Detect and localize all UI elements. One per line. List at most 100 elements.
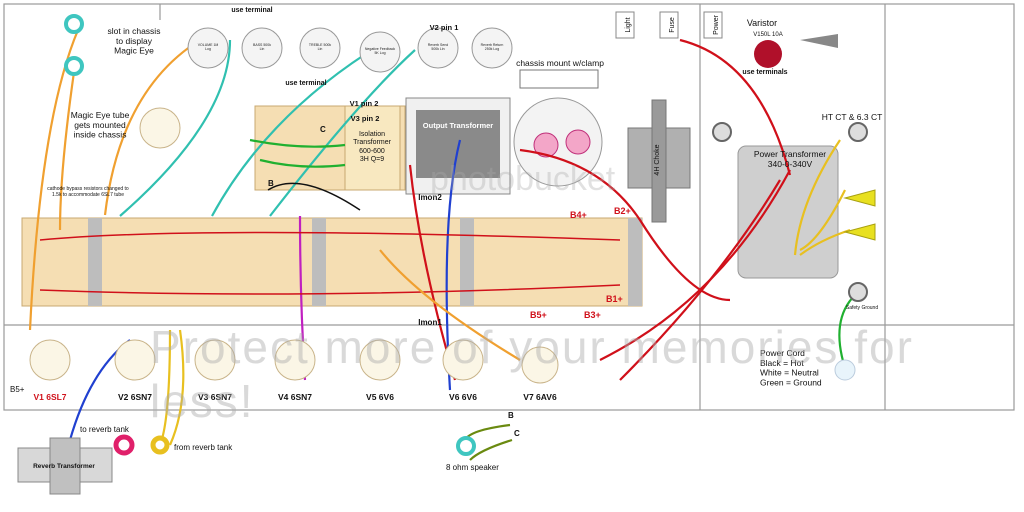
label-imon2: Imon2 xyxy=(418,193,442,202)
tube-socket-v5 xyxy=(359,339,401,381)
tube-socket-v7 xyxy=(521,346,559,384)
label-power: Power xyxy=(713,14,720,35)
label-b1: B1+ xyxy=(606,294,623,304)
label-b4: B4+ xyxy=(570,210,587,220)
output-transformer xyxy=(405,97,511,195)
tube-socket-v2 xyxy=(114,339,156,381)
tube-label: V7 6AV6 xyxy=(523,392,557,402)
label-v1-pin2: V1 pin 2 xyxy=(350,99,379,108)
label-varistor: Varistor xyxy=(747,18,777,28)
reverb-in-jack xyxy=(150,435,170,455)
fuse-housing xyxy=(659,11,679,39)
tube-label: V6 6V6 xyxy=(449,392,477,402)
speaker-jack xyxy=(456,436,476,456)
label-varistor-part: V150L 10A xyxy=(753,32,782,38)
board-standoff-right xyxy=(460,218,474,306)
label-b5: B5+ xyxy=(530,310,547,320)
label-v2-pin1: V2 pin 1 xyxy=(430,23,459,32)
reverb-out-jack xyxy=(113,434,135,456)
label-safety-ground: Safety Ground xyxy=(846,305,878,311)
label-use-terminals: use terminals xyxy=(742,69,787,76)
reverb-transformer xyxy=(17,437,113,495)
capacitor-can xyxy=(513,69,603,187)
board-standoff-end xyxy=(628,218,642,306)
tube-label: V3 6SN7 xyxy=(198,392,232,402)
label-b5-left: B5+ xyxy=(10,385,25,394)
tube-socket-v3 xyxy=(194,339,236,381)
ground-lug-3 xyxy=(848,282,868,302)
tube-labels: V1 6SL7 V2 6SN7 V3 6SN7 V4 6SN7 V5 6V6 V6 6V6… xyxy=(33,392,557,402)
label-b3: B3+ xyxy=(584,310,601,320)
pot-bass xyxy=(241,27,283,69)
label-use-terminal-mid: use terminal xyxy=(285,80,326,87)
panel-switches xyxy=(615,11,838,68)
chassis-outline xyxy=(3,3,1015,411)
board-standoff-left xyxy=(88,218,102,306)
label-to-reverb: to reverb tank xyxy=(80,425,130,434)
choke xyxy=(627,99,691,223)
pot-volume xyxy=(187,27,229,69)
ground-lug-2 xyxy=(848,122,868,142)
power-cord-plug xyxy=(800,34,838,48)
power-transformer xyxy=(737,145,839,279)
label-v3-pin2: V3 pin 2 xyxy=(351,114,380,123)
pot-reverb-send xyxy=(417,27,459,69)
label-reverb-transformer: Reverb Transformer xyxy=(33,463,95,470)
tube-socket-v6 xyxy=(442,339,484,381)
tube-label: V2 6SN7 xyxy=(118,392,152,402)
tube-label: V5 6V6 xyxy=(366,392,394,402)
label-speaker-c: C xyxy=(514,429,520,438)
varistor xyxy=(754,40,782,68)
label-c-left: C xyxy=(320,125,326,134)
input-jack-1 xyxy=(64,14,84,34)
label-choke: 4H Choke xyxy=(654,144,661,175)
label-imon1: Imon1 xyxy=(418,318,442,327)
magic-eye-socket xyxy=(139,107,181,149)
light-housing xyxy=(615,11,635,39)
label-speaker: 8 ohm speaker xyxy=(446,463,499,472)
pot-treble xyxy=(299,27,341,69)
power-switch xyxy=(703,11,723,39)
label-light: Light xyxy=(625,17,632,32)
tube-socket-v1 xyxy=(29,339,71,381)
label-chassis-mount: chassis mount w/clamp xyxy=(516,58,604,68)
jacks xyxy=(64,14,868,456)
label-speaker-b: B xyxy=(508,411,514,420)
isolation-board xyxy=(344,105,401,191)
label-b-left: B xyxy=(268,179,274,188)
label-output-transformer: Output Transformer xyxy=(423,121,494,130)
potentiometers xyxy=(187,27,513,73)
tube-label: V1 6SL7 xyxy=(33,392,66,402)
tube-label: V4 6SN7 xyxy=(278,392,312,402)
label-ht-ct: HT CT & 6.3 CT xyxy=(822,112,883,122)
label-use-terminal-top: use terminal xyxy=(231,7,272,14)
ground-lug-1 xyxy=(712,122,732,142)
label-from-reverb: from reverb tank xyxy=(174,443,233,452)
wire-nuts xyxy=(843,189,876,241)
board-standoff-middle xyxy=(312,218,326,306)
tube-socket-v4 xyxy=(274,339,316,381)
label-fuse: Fuse xyxy=(669,17,676,33)
power-cord-grommet xyxy=(834,359,856,381)
tube-sockets xyxy=(29,107,559,384)
pot-reverb-return xyxy=(471,27,513,69)
pot-feedback xyxy=(359,31,401,73)
input-jack-2 xyxy=(64,56,84,76)
label-b2: B2+ xyxy=(614,206,631,216)
